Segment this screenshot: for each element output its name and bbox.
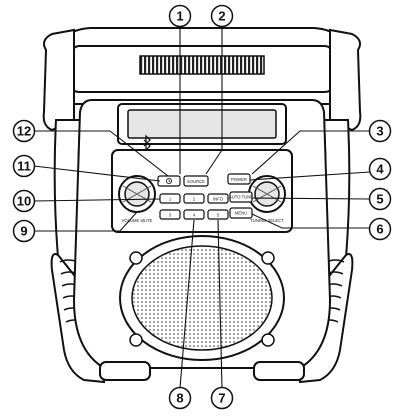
svg-text:4: 4 (376, 162, 384, 177)
preset-1-label: 1 (169, 197, 172, 202)
leader-3 (251, 130, 370, 175)
right-foot (253, 361, 305, 381)
preset-3-button[interactable] (159, 209, 181, 220)
svg-text:5: 5 (376, 192, 383, 207)
menu-button[interactable] (229, 207, 253, 219)
callout-3: 3 (368, 119, 392, 143)
callout-7: 7 (210, 386, 234, 410)
preset-5-label: 5 (217, 213, 220, 218)
right-top-bumper (329, 28, 362, 132)
display-screen (127, 109, 277, 139)
callout-2: 2 (210, 4, 234, 28)
speaker-grill (131, 245, 273, 351)
callouts: 1 2 3 4 5 6 7 8 (12, 4, 392, 410)
bluetooth-icon (143, 134, 151, 152)
power-button[interactable] (227, 173, 251, 185)
svg-text:9: 9 (20, 224, 27, 239)
callout-12: 12 (12, 119, 36, 143)
auto-tune-label: AUTO TUNE (229, 195, 253, 200)
callout-5: 5 (368, 187, 392, 211)
leader-12 (34, 130, 169, 177)
info-label: INFO (213, 197, 224, 202)
volume-knob[interactable] (118, 175, 156, 213)
callout-6: 6 (368, 217, 392, 241)
svg-text:2: 2 (218, 9, 225, 24)
preset-5-button[interactable] (207, 209, 229, 220)
svg-text:1: 1 (176, 9, 183, 24)
speaker-screw-tr (261, 251, 275, 265)
svg-text:10: 10 (17, 194, 31, 209)
callout-4: 4 (368, 157, 392, 181)
source-label: SOURCE (187, 179, 205, 184)
handle-vent (139, 55, 265, 75)
leader-4 (249, 171, 371, 181)
leader-10 (33, 198, 161, 202)
volume-mute-label: VOLUME MUTE (122, 218, 153, 223)
leader-6 (251, 213, 370, 229)
leader-7 (217, 219, 223, 389)
speaker-screw-bl (129, 333, 143, 347)
preset-1-button[interactable] (159, 193, 181, 204)
power-label: POWER (231, 177, 247, 182)
svg-text:8: 8 (176, 391, 183, 406)
svg-text:12: 12 (17, 124, 31, 139)
left-top-bumper (42, 28, 75, 132)
info-button[interactable] (207, 193, 229, 204)
callout-1: 1 (168, 4, 192, 28)
leader-11 (33, 165, 161, 182)
svg-text:7: 7 (218, 391, 225, 406)
callout-11: 11 (12, 154, 36, 178)
auto-tune-button[interactable] (229, 191, 253, 203)
svg-text:6: 6 (376, 222, 383, 237)
alarm-clock-icon (165, 177, 172, 184)
control-buttons (157, 173, 253, 220)
leader-9 (34, 211, 138, 232)
tuning-knob[interactable] (248, 175, 286, 213)
leader-5 (251, 197, 371, 200)
preset-3-label: 3 (169, 213, 172, 218)
svg-text:3: 3 (376, 124, 383, 139)
callout-10: 10 (12, 189, 36, 213)
preset-2-button[interactable] (183, 193, 205, 204)
svg-text:11: 11 (17, 159, 31, 174)
callout-8: 8 (168, 386, 192, 410)
callout-9: 9 (12, 219, 36, 243)
left-foot (99, 361, 151, 381)
leader-8 (179, 219, 195, 389)
leader-2 (205, 26, 223, 175)
source-button[interactable] (183, 175, 209, 187)
preset-2-label: 2 (193, 197, 196, 202)
leader-lines (33, 26, 371, 389)
speaker-screw-br (261, 333, 275, 347)
speaker-screw-tl (129, 251, 143, 265)
menu-label: MENU (235, 211, 247, 216)
speaker (119, 235, 285, 361)
preset-4-label: 4 (193, 213, 196, 218)
feet (99, 361, 305, 381)
preset-4-button[interactable] (183, 209, 205, 220)
